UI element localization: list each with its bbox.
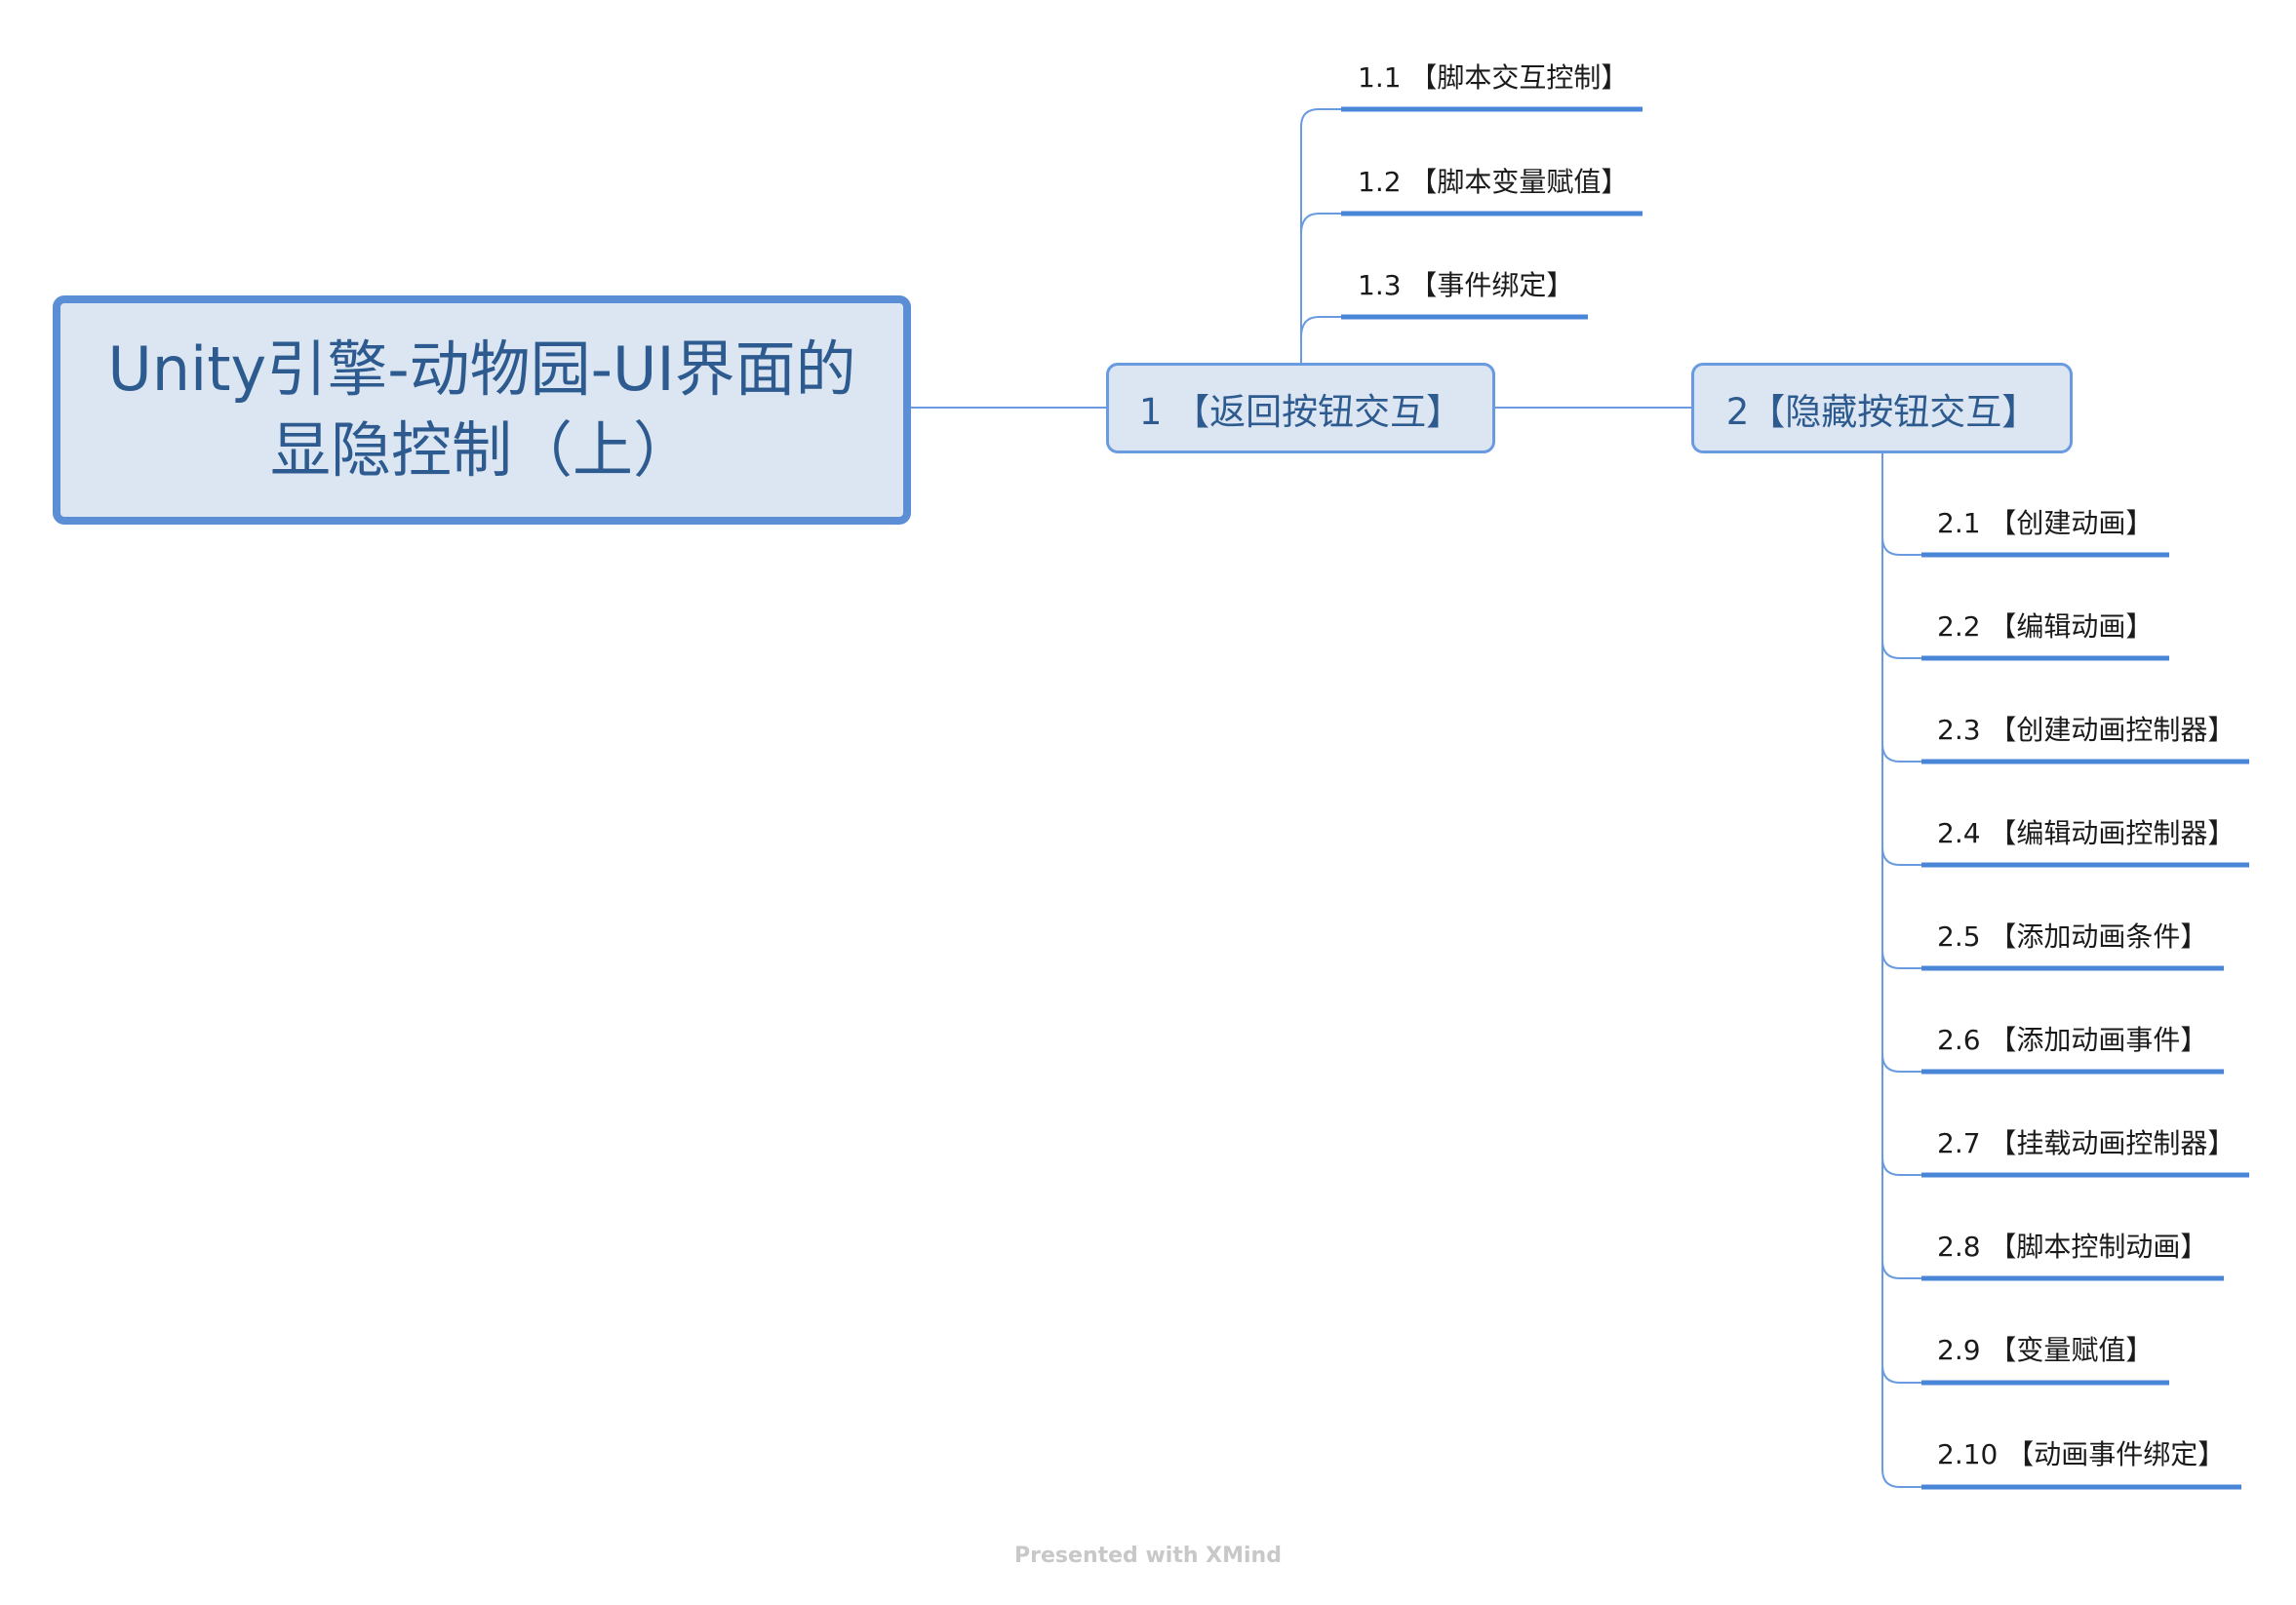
connector-topic-1-subtopics bbox=[1300, 108, 1341, 363]
subtopic-2-10[interactable]: 2.10 【动画事件绑定】 bbox=[1937, 1438, 2226, 1470]
subtopic-2-1[interactable]: 2.1 【创建动画】 bbox=[1937, 507, 2154, 539]
subtopic-2-9[interactable]: 2.9 【变量赋值】 bbox=[1937, 1334, 2154, 1366]
subtopic-2-3[interactable]: 2.3 【创建动画控制器】 bbox=[1937, 714, 2236, 746]
central-topic-line-2: 显隐控制（上） bbox=[269, 413, 693, 486]
subtopic-2-2[interactable]: 2.2 【编辑动画】 bbox=[1937, 610, 2154, 643]
xmind-footer: Presented with XMind bbox=[1014, 1544, 1282, 1568]
subtopic-2-7[interactable]: 2.7 【挂载动画控制器】 bbox=[1937, 1127, 2236, 1159]
subtopic-1-2[interactable]: 1.2 【脚本变量赋值】 bbox=[1358, 166, 1629, 198]
main-topic-1[interactable]: 1 【返回按钮交互】 bbox=[1106, 363, 1495, 453]
subtopic-2-4[interactable]: 2.4 【编辑动画控制器】 bbox=[1937, 817, 2236, 849]
subtopic-1-3[interactable]: 1.3 【事件绑定】 bbox=[1358, 269, 1574, 301]
subtopic-2-8[interactable]: 2.8 【脚本控制动画】 bbox=[1937, 1231, 2208, 1263]
connector-topic-2-subtopics bbox=[1881, 453, 1921, 1488]
subtopic-1-1[interactable]: 1.1 【脚本交互控制】 bbox=[1358, 61, 1629, 94]
central-topic[interactable]: Unity引擎-动物园-UI界面的 显隐控制（上） bbox=[53, 295, 911, 525]
main-topic-2[interactable]: 2【隐藏按钮交互】 bbox=[1691, 363, 2073, 453]
main-topic-1-label: 1 【返回按钮交互】 bbox=[1138, 390, 1463, 433]
main-topic-2-label: 2【隐藏按钮交互】 bbox=[1725, 390, 2039, 433]
central-topic-line-1: Unity引擎-动物园-UI界面的 bbox=[107, 333, 856, 406]
subtopic-2-6[interactable]: 2.6 【添加动画事件】 bbox=[1937, 1024, 2208, 1056]
subtopic-2-5[interactable]: 2.5 【添加动画条件】 bbox=[1937, 920, 2208, 953]
